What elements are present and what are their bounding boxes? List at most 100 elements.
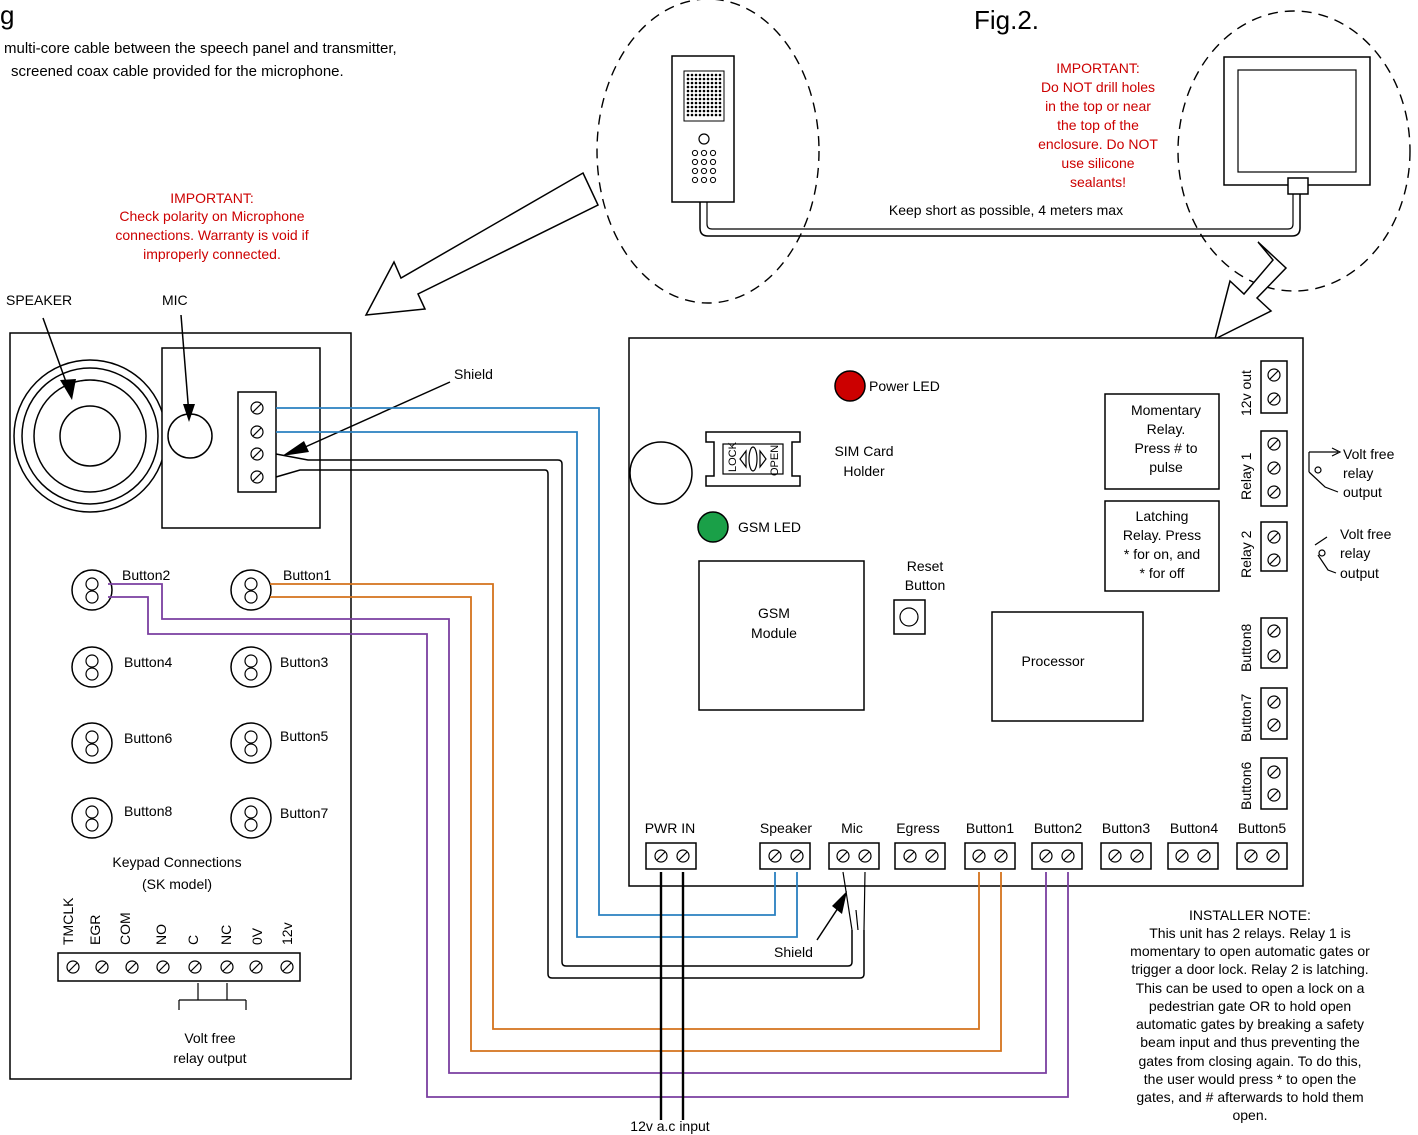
reset-button (893, 599, 926, 635)
keypad-terminal-block (57, 952, 301, 982)
battery-icon (629, 441, 693, 505)
svg-text:Button8: Button8 (1238, 624, 1254, 672)
button-2-terminal (71, 569, 113, 611)
mic-coax-inner (275, 453, 853, 967)
relay-1-output-label-3: output (1343, 484, 1382, 500)
svg-text:the user would press * to open: the user would press * to open the (1144, 1071, 1357, 1087)
sim-holder-label-2: Holder (843, 463, 885, 479)
side-terminals: 12v out Relay 1 Relay 2 Button8 Button7 … (1238, 360, 1288, 810)
svg-text:Egress: Egress (896, 820, 940, 836)
svg-text:Button2: Button2 (1034, 820, 1082, 836)
svg-text:NO: NO (153, 924, 169, 945)
button-3-terminal (230, 646, 272, 688)
svg-text:C: C (185, 935, 201, 945)
installer-note: INSTALLER NOTE: This unit has 2 relays. … (1130, 907, 1370, 1123)
svg-text:in the top or near: in the top or near (1045, 98, 1151, 114)
figure-label: Fig.2. (974, 5, 1039, 35)
power-input-label: 12v a.c input (630, 1118, 709, 1134)
speech-panel-front-icon (671, 55, 735, 203)
button-7-terminal (230, 797, 272, 839)
svg-text:Speaker: Speaker (760, 820, 812, 836)
button-5-terminal (230, 722, 272, 764)
svg-text:open.: open. (1232, 1107, 1267, 1123)
panel-detail-circle (596, 0, 820, 304)
svg-text:use silicone: use silicone (1061, 155, 1134, 171)
button-5-label: Button5 (280, 728, 328, 744)
bottom-terminals: PWR IN Speaker Mic Egress Button1 Button… (645, 820, 1288, 870)
svg-text:trigger a door lock. Relay 2 i: trigger a door lock. Relay 2 is latching… (1131, 961, 1368, 977)
svg-text:improperly connected.: improperly connected. (143, 246, 281, 262)
reset-button-label-2: Button (905, 577, 945, 593)
sim-holder-label-1: SIM Card (834, 443, 893, 459)
enclosure-icon (1223, 56, 1371, 195)
svg-text:12v: 12v (279, 922, 295, 945)
svg-text:Relay 1: Relay 1 (1238, 452, 1254, 500)
relay-2-output-label-1: Volt free (1340, 526, 1392, 542)
svg-text:beam input and thus preventing: beam input and thus preventing the (1140, 1034, 1360, 1050)
button2-wire-1 (108, 583, 1047, 1074)
svg-text:PWR IN: PWR IN (645, 820, 696, 836)
latching-relay-label-1: Latching (1136, 508, 1189, 524)
button-6-label: Button6 (124, 730, 172, 746)
svg-text:sealants!: sealants! (1070, 174, 1126, 190)
intro-line-1: multi-core cable between the speech pane… (4, 40, 397, 57)
relay-1-contact-symbol (1308, 447, 1342, 493)
svg-text:automatic gates by breaking a: automatic gates by breaking a safety (1136, 1016, 1364, 1032)
svg-text:LOCK: LOCK (727, 441, 739, 472)
svg-text:NC: NC (218, 925, 234, 945)
button-2-label: Button2 (122, 567, 170, 583)
button-4-label: Button4 (124, 654, 172, 670)
speaker-label: SPEAKER (6, 292, 72, 308)
button-1-label: Button1 (283, 567, 331, 583)
panel-buttons: Button2 Button1 Button4 Button3 Button6 … (71, 567, 331, 839)
svg-text:12v out: 12v out (1238, 370, 1254, 416)
button2-wire-2 (108, 596, 1069, 1098)
svg-text:Button4: Button4 (1170, 820, 1218, 836)
svg-text:TMCLK: TMCLK (60, 897, 76, 945)
relay-1-output-label-2: relay (1343, 465, 1373, 481)
svg-text:Check polarity on Microphone: Check polarity on Microphone (119, 208, 304, 224)
svg-text:Do NOT drill holes: Do NOT drill holes (1041, 79, 1155, 95)
gsm-module (698, 560, 865, 711)
power-input-wires (659, 872, 685, 1120)
momentary-relay-label-4: pulse (1149, 459, 1183, 475)
svg-text:IMPORTANT:: IMPORTANT: (1056, 60, 1140, 76)
keypad-title-2: (SK model) (142, 876, 212, 892)
keypad-relay-label-2: relay output (173, 1050, 246, 1066)
speaker-wire-1 (276, 407, 776, 916)
reset-button-label-1: Reset (907, 558, 944, 574)
keypad-terminal-labels: TMCLK EGR COM NO C NC 0V 12v (60, 897, 295, 945)
momentary-relay-label-2: Relay. (1147, 421, 1186, 437)
latching-relay-label-4: * for off (1140, 565, 1185, 581)
processor-label: Processor (1021, 653, 1084, 669)
arrow-to-board (1213, 241, 1288, 341)
button1-wire-2 (270, 596, 1002, 1052)
svg-text:COM: COM (117, 912, 133, 945)
latching-relay (1104, 500, 1220, 592)
gsm-module-label-1: GSM (758, 605, 790, 621)
sim-card-holder: LOCK OPEN (705, 431, 801, 487)
speaker-icon (13, 317, 167, 513)
gsm-led-label: GSM LED (738, 519, 801, 535)
svg-text:Mic: Mic (841, 820, 863, 836)
svg-text:enclosure. Do NOT: enclosure. Do NOT (1038, 136, 1158, 152)
speaker-wire-2 (276, 431, 798, 938)
svg-text:gates from closing again. To d: gates from closing again. To do this, (1138, 1053, 1361, 1069)
svg-text:OPEN: OPEN (769, 445, 781, 476)
momentary-relay-label-3: Press # to (1134, 440, 1197, 456)
enclosure-warning: IMPORTANT: Do NOT drill holes in the top… (1038, 60, 1158, 190)
power-led-icon (834, 370, 866, 402)
svg-text:Relay 2: Relay 2 (1238, 530, 1254, 578)
power-led-label: Power LED (869, 378, 940, 394)
svg-text:Button6: Button6 (1238, 762, 1254, 810)
processor-chip (991, 611, 1144, 722)
mic-label: MIC (162, 292, 188, 308)
arrow-to-panel (364, 171, 599, 316)
svg-text:the top of the: the top of the (1057, 117, 1139, 133)
button1-wire-1 (270, 583, 980, 1030)
keypad-relay-label-1: Volt free (184, 1030, 236, 1046)
latching-relay-label-2: Relay. Press (1123, 527, 1201, 543)
mic-coax-outer (275, 469, 865, 979)
svg-text:momentary to open automatic ga: momentary to open automatic gates or (1130, 943, 1370, 959)
